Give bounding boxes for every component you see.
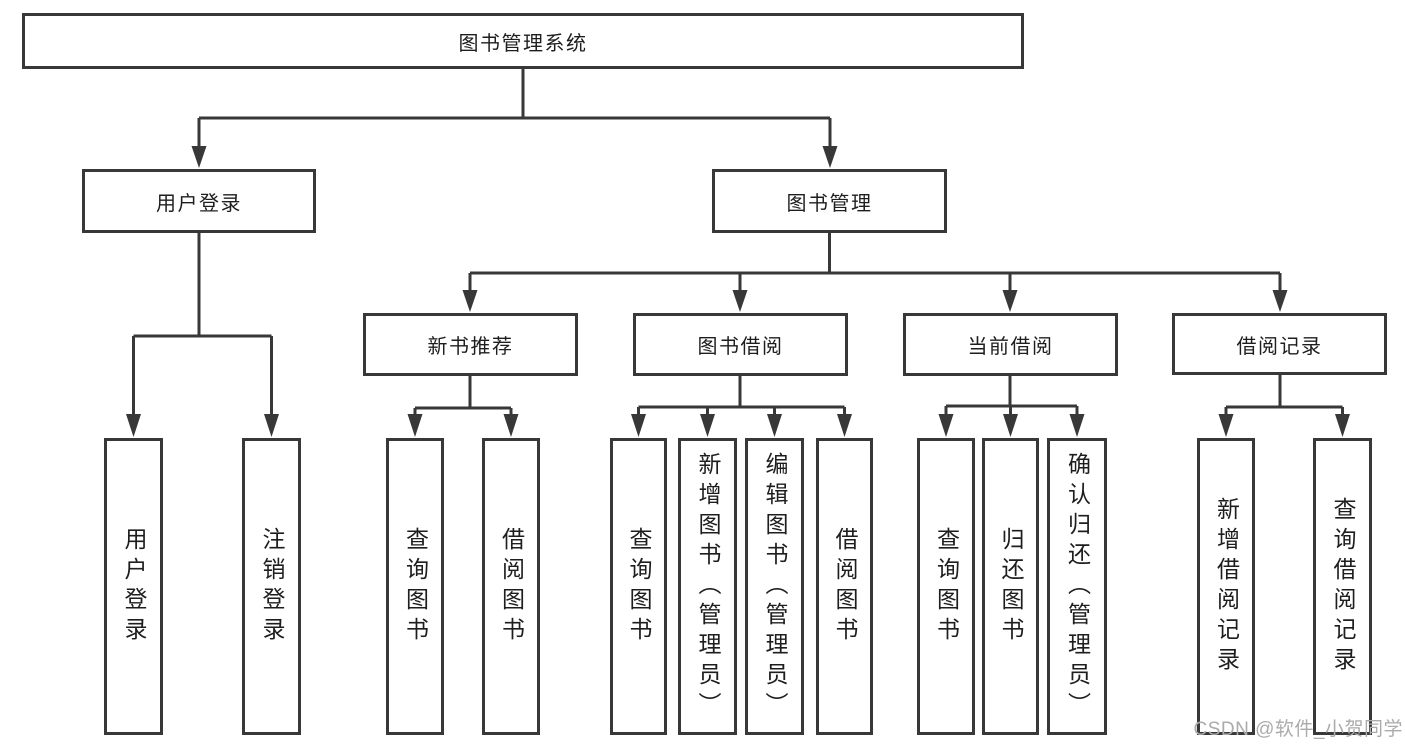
node-root-label: 图书管理系统: [458, 32, 588, 55]
leaf-logout: 注销登录: [242, 438, 301, 735]
node-book-borrowing-label: 图书借阅: [697, 336, 784, 358]
node-new-book-recommendation-label: 新书推荐: [427, 336, 514, 358]
leaf-return-books: 归还图书: [982, 438, 1039, 735]
leaf-borrowing-query-books-label: 查询图书: [626, 526, 652, 647]
connector-userlogin-to-leaves: [126, 233, 279, 437]
leaf-add-books-admin: 新增图书（管理员）: [678, 438, 737, 735]
leaf-query-borrow-record-label: 查询借阅记录: [1330, 496, 1356, 677]
leaf-query-borrow-record: 查询借阅记录: [1313, 438, 1372, 735]
leaf-recommend-borrow-books: 借阅图书: [482, 438, 540, 735]
csdn-watermark: CSDN @软件_小贺同学: [1193, 719, 1403, 740]
leaf-user-login: 用户登录: [104, 438, 163, 735]
leaf-recommend-borrow-books-label: 借阅图书: [498, 526, 525, 647]
leaf-return-books-label: 归还图书: [998, 526, 1024, 647]
leaf-recommend-query-books: 查询图书: [386, 438, 444, 735]
node-user-login: 用户登录: [82, 169, 316, 233]
node-borrowing-records: 借阅记录: [1172, 313, 1387, 375]
leaf-confirm-return-admin: 确认归还（管理员）: [1047, 438, 1107, 735]
node-user-login-label: 用户登录: [156, 192, 242, 215]
node-borrowing-records-label: 借阅记录: [1236, 335, 1323, 358]
node-root: 图书管理系统: [22, 13, 1024, 69]
connector-root-to-level2: [191, 69, 838, 168]
node-book-management-label: 图书管理: [786, 192, 873, 215]
connector-bookborrow-to-leaves: [631, 376, 852, 437]
leaf-edit-books-admin: 编辑图书（管理员）: [745, 438, 804, 735]
leaf-borrowing-query-books: 查询图书: [610, 438, 667, 735]
connector-borrowrecord-to-leaves: [1218, 375, 1350, 437]
leaf-add-borrow-record: 新增借阅记录: [1197, 438, 1255, 735]
leaf-confirm-return-admin-label: 确认归还（管理员）: [1064, 451, 1091, 722]
node-book-management: 图书管理: [712, 169, 947, 233]
connector-bookmgmt-to-level3: [462, 233, 1288, 312]
leaf-current-query-books-label: 查询图书: [933, 526, 960, 647]
leaf-recommend-query-books-label: 查询图书: [402, 526, 429, 647]
leaf-add-borrow-record-label: 新增借阅记录: [1213, 496, 1240, 677]
leaf-borrowing-borrow-books-label: 借阅图书: [832, 526, 858, 647]
node-current-borrowing: 当前借阅: [903, 313, 1118, 376]
leaf-add-books-admin-label: 新增图书（管理员）: [695, 451, 721, 722]
leaf-user-login-label: 用户登录: [121, 526, 147, 647]
connector-currentborrow-to-leaves: [938, 376, 1085, 437]
node-new-book-recommendation: 新书推荐: [363, 313, 578, 376]
node-book-borrowing: 图书借阅: [633, 313, 848, 376]
connector-newbookrec-to-leaves: [407, 376, 519, 437]
leaf-logout-label: 注销登录: [259, 526, 285, 647]
node-current-borrowing-label: 当前借阅: [967, 336, 1054, 358]
leaf-current-query-books: 查询图书: [917, 438, 975, 735]
leaf-edit-books-admin-label: 编辑图书（管理员）: [762, 451, 788, 722]
leaf-borrowing-borrow-books: 借阅图书: [816, 438, 873, 735]
